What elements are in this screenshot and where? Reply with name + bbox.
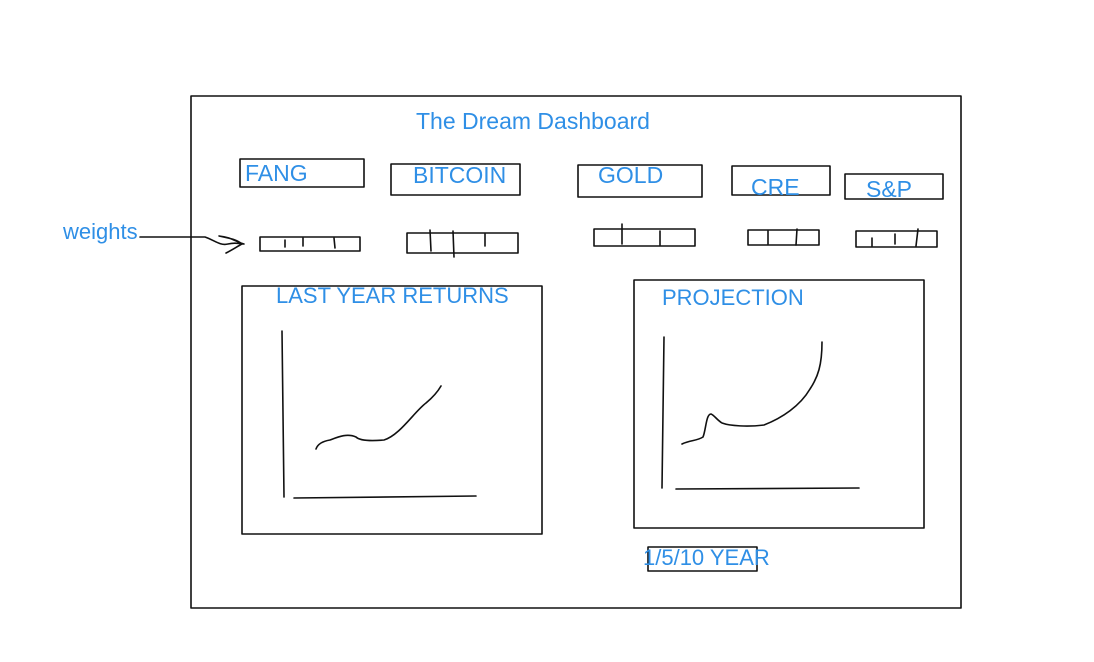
weight-slider-cre [747,228,820,246]
weight-slider-bitcoin [406,229,519,258]
period-selector-button[interactable]: 1/5/10 YEAR [643,545,770,570]
weight-slider-sp-control[interactable] [856,229,937,248]
weight-slider-fang-control[interactable] [260,235,360,253]
projection-chart-title: PROJECTION [662,285,804,310]
asset-box-fang [239,158,365,188]
projection-chart-frame [633,279,925,529]
weight-slider-sp [855,228,938,248]
asset-label-fang: FANG [245,160,308,186]
weight-slider-gold [593,223,696,247]
dashboard-title: The Dream Dashboard [416,108,650,134]
weight-slider-fang [259,236,361,252]
weight-slider-cre-control[interactable] [748,229,819,246]
asset-label-gold: GOLD [598,162,664,188]
asset-label-sp: S&P [866,176,913,202]
weight-slider-gold-control[interactable] [594,226,695,247]
returns-chart-title: LAST YEAR RETURNS [276,283,509,308]
weights-annotation: weights [63,219,138,244]
period-selector-box [647,546,758,572]
dashboard-frame [190,95,962,609]
projection-curve [681,341,823,445]
asset-label-bitcoin: BITCOIN [413,162,507,188]
projection-x-axis [675,487,860,490]
asset-box-sp [844,173,944,200]
projection-y-axis [661,336,665,489]
asset-box-gold [577,164,703,198]
weight-slider-bitcoin-control[interactable] [407,231,518,255]
asset-label-cre: CRE [751,174,800,200]
asset-box-cre [731,165,831,196]
weights-arrow [139,235,245,254]
returns-curve [315,385,442,450]
asset-box-bitcoin [390,163,521,196]
returns-x-axis [293,495,477,499]
returns-y-axis [281,330,285,498]
returns-chart-frame [241,285,543,535]
